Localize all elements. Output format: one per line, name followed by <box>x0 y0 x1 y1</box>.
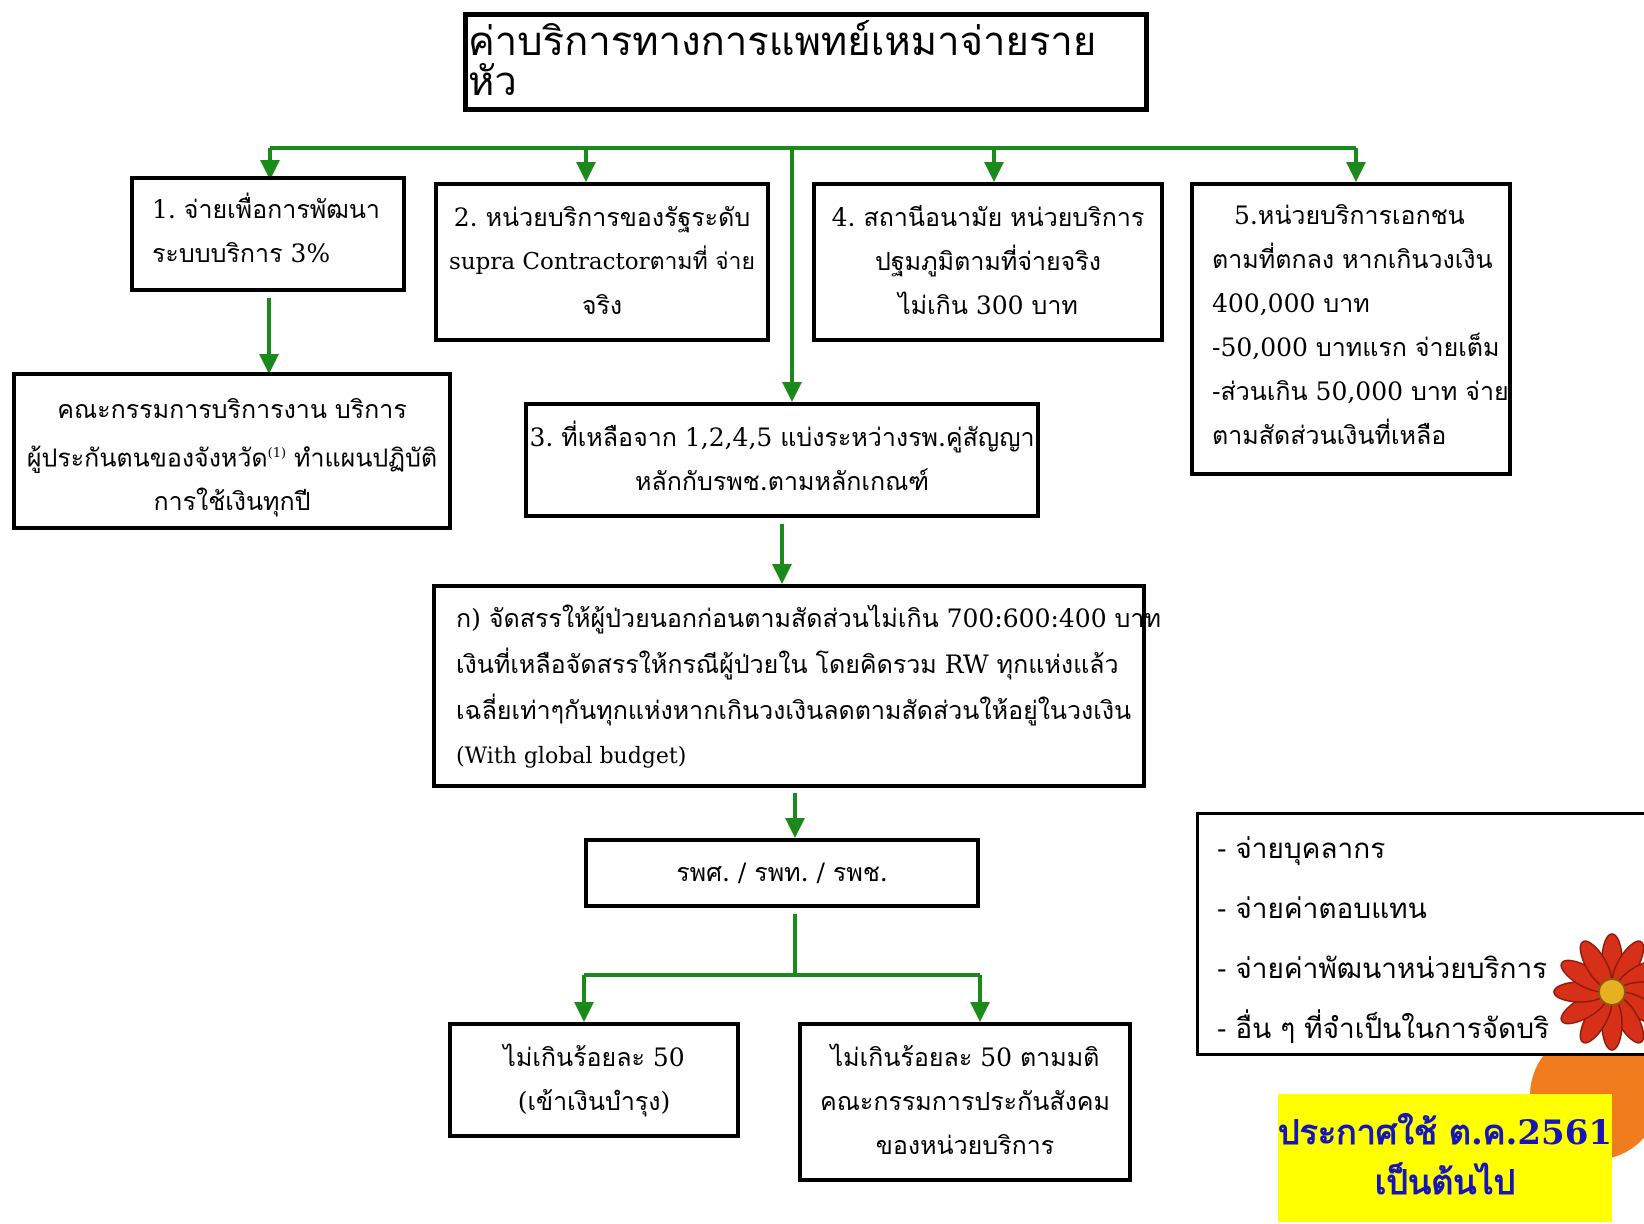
box2-line: จริง <box>581 291 623 320</box>
allocation-line: (With global budget) <box>456 744 687 769</box>
box4-line: ไม่เกิน 300 บาท <box>898 291 1078 320</box>
resolution-line: คณะกรรมการประกันสังคม <box>819 1087 1111 1116</box>
box5-line: 400,000 บาท <box>1212 289 1370 318</box>
box4-line: ปฐมภูมิตามที่จ่ายจริง <box>875 247 1101 276</box>
box5-line: -50,000 บาทแรก จ่ายเต็ม <box>1212 333 1500 362</box>
expense-list-item: - จ่ายค่าพัฒนาหน่วยบริการ <box>1217 952 1548 985</box>
maintenance-line: (เข้าเงินบำรุง) <box>517 1087 671 1116</box>
box5-line: ตามที่ตกลง หากเกินวงเงิน <box>1212 245 1493 274</box>
resolution-line: ไม่เกินร้อยละ 50 ตามมติ <box>830 1043 1100 1072</box>
box-health-station: 4. สถานีอนามัย หน่วยบริการ ปฐมภูมิตามที่… <box>812 182 1164 342</box>
box5-line: 5.หน่วยบริการเอกชน <box>1234 201 1465 230</box>
expense-list-item: - จ่ายบุคลากร <box>1217 832 1386 865</box>
box-expense-list: - จ่ายบุคลากร - จ่ายค่าตอบแทน - จ่ายค่าพ… <box>1196 812 1644 1056</box>
committee-line: คณะกรรมการบริการงาน บริการ <box>57 395 407 424</box>
box-hospitals: รพศ. / รพท. / รพช. <box>584 838 980 908</box>
box-development-fund: 1. จ่ายเพื่อการพัฒนา ระบบบริการ 3% <box>130 176 406 292</box>
committee-line: ผู้ประกันตนของจังหวัด(1) ทำแผนปฏิบัติ <box>26 443 438 473</box>
announcement-banner: ประกาศใช้ ต.ค.2561 เป็นต้นไป <box>1278 1094 1612 1222</box>
box3-line: 3. ที่เหลือจาก 1,2,4,5 แบ่งระหว่างรพ.คู่… <box>529 423 1035 452</box>
diagram-title: ค่าบริการทางการแพทย์เหมาจ่ายรายหัว <box>463 12 1149 112</box>
allocation-line: เฉลี่ยเท่าๆกันทุกแห่งหากเกินวงเงินลดตามส… <box>456 696 1132 725</box>
flower-icon <box>1553 933 1644 1051</box>
box2-line: supra Contractorตามที่ จ่าย <box>449 249 755 275</box>
box-supra-contractor: 2. หน่วยบริการของรัฐระดับ supra Contract… <box>434 182 770 342</box>
box3-line: หลักกับรพช.ตามหลักเกณฑ์ <box>634 467 930 496</box>
box-committee-resolution: ไม่เกินร้อยละ 50 ตามมติ คณะกรรมการประกัน… <box>798 1022 1132 1182</box>
committee-line: การใช้เงินทุกปี <box>153 487 311 517</box>
box5-line: ตามสัดส่วนเงินที่เหลือ <box>1212 421 1447 450</box>
announcement-line: เป็นต้นไป <box>1374 1163 1516 1203</box>
box5-line: -ส่วนเกิน 50,000 บาท จ่าย <box>1212 377 1509 406</box>
announcement-line: ประกาศใช้ ต.ค.2561 <box>1278 1113 1613 1153</box>
expense-list-item: - อื่น ๆ ที่จำเป็นในการจัดบริ <box>1217 1012 1550 1045</box>
box1-line: ระบบบริการ 3% <box>152 239 331 268</box>
allocation-line: ก) จัดสรรให้ผู้ป่วยนอกก่อนตามสัดส่วนไม่เ… <box>456 604 1161 633</box>
resolution-line: ของหน่วยบริการ <box>875 1131 1055 1160</box>
maintenance-line: ไม่เกินร้อยละ 50 <box>503 1043 685 1072</box>
box-private-provider: 5.หน่วยบริการเอกชน ตามที่ตกลง หากเกินวงเ… <box>1190 182 1512 476</box>
box-maintenance-fund: ไม่เกินร้อยละ 50 (เข้าเงินบำรุง) <box>448 1022 740 1138</box>
box-remaining-split: 3. ที่เหลือจาก 1,2,4,5 แบ่งระหว่างรพ.คู่… <box>524 402 1040 518</box>
box1-line: 1. จ่ายเพื่อการพัฒนา <box>152 195 380 224</box>
box4-line: 4. สถานีอนามัย หน่วยบริการ <box>831 203 1145 232</box>
box-allocation: ก) จัดสรรให้ผู้ป่วยนอกก่อนตามสัดส่วนไม่เ… <box>432 584 1161 788</box>
box-provincial-committee: คณะกรรมการบริการงาน บริการ ผู้ประกันตนขอ… <box>12 372 452 530</box>
box2-line: 2. หน่วยบริการของรัฐระดับ <box>453 203 751 232</box>
expense-list-item: - จ่ายค่าตอบแทน <box>1217 892 1427 925</box>
allocation-line: เงินที่เหลือจัดสรรให้กรณีผู้ป่วยใน โดยคิ… <box>456 650 1119 679</box>
hospitals-label: รพศ. / รพท. / รพช. <box>676 858 888 887</box>
